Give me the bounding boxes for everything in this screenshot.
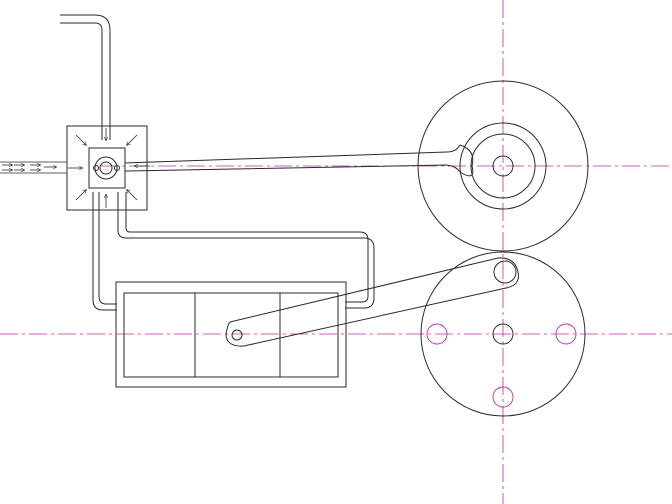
valve-pin	[99, 161, 113, 175]
hole-left	[426, 323, 448, 345]
flow-arrow-corner-bl	[75, 190, 86, 201]
valve-side-port-left	[93, 165, 99, 171]
lower-wheel	[420, 251, 586, 417]
valve-box	[66, 125, 148, 211]
cylinder	[115, 281, 347, 388]
cylinder-feed-pipe	[92, 192, 375, 311]
cylinder-outer	[115, 281, 347, 388]
hole-bottom	[492, 386, 514, 408]
flow-arrow-corner-tl	[75, 134, 86, 145]
left-inlet-pipe	[0, 161, 67, 174]
cylinder-inner	[123, 292, 339, 378]
valve-outer-housing	[66, 125, 148, 211]
valve-disc	[94, 156, 118, 180]
lower-wheel-holes	[426, 323, 577, 408]
piston-rod-pin	[231, 329, 243, 341]
upper-wheel-hub-inner	[470, 133, 536, 199]
lower-wheel-axle	[492, 323, 514, 345]
hole-right	[555, 323, 577, 345]
upper-wheel-axle	[492, 155, 514, 177]
flow-arrow-corner-br	[127, 190, 138, 201]
upper-wheel	[417, 80, 589, 252]
lower-wheel-rim	[420, 251, 586, 417]
valve-rod	[124, 144, 461, 173]
upper-wheel-eccentric-strap	[459, 144, 474, 177]
flow-arrows	[2, 128, 150, 208]
crank-pin-outer	[493, 260, 517, 284]
flow-arrow-corner-tr	[127, 134, 138, 145]
valve-side-port-right	[114, 165, 120, 171]
upper-wheel-rim	[417, 80, 589, 252]
piston-rod	[225, 257, 519, 347]
valve-inner-chamber	[88, 147, 126, 189]
inlet-pipe	[60, 14, 111, 140]
upper-wheel-hub-outer	[459, 122, 547, 210]
